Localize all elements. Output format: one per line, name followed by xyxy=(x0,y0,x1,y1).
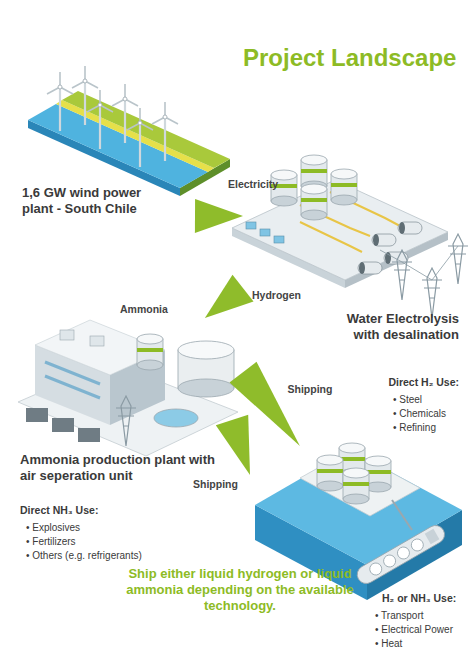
use-heading: Direct H₂ Use: xyxy=(371,376,459,389)
beach-strip xyxy=(56,100,214,172)
use-item: • Chemicals xyxy=(393,407,461,420)
desalination-unit xyxy=(260,229,270,236)
water-basin xyxy=(154,409,198,427)
wind-turbine xyxy=(127,108,153,167)
ship-dome xyxy=(395,545,411,561)
flow-arrow xyxy=(216,415,250,475)
ammonia-tank-top xyxy=(178,341,234,359)
building-window xyxy=(45,376,100,398)
ammonia-plant-node: Ammonia production plant with air sepera… xyxy=(12,318,232,568)
desalination-unit xyxy=(274,236,284,243)
use-item: • Others (e.g. refrigerants) xyxy=(26,549,216,562)
electrolyser-drum xyxy=(372,234,396,246)
air-separation-unit xyxy=(52,418,74,432)
power-pylon xyxy=(116,396,136,446)
flow-label: Ammonia xyxy=(120,303,168,315)
use-item: • Heat xyxy=(375,637,465,650)
wind-turbine xyxy=(152,102,178,161)
power-pylon xyxy=(392,250,412,300)
caption-text: Ship either liquid hydrogen or liquid am… xyxy=(125,566,355,614)
tanker-ship xyxy=(354,522,448,587)
flow-label: Shipping xyxy=(193,478,238,490)
pier xyxy=(392,500,412,530)
desalination-unit xyxy=(246,222,256,229)
diagram-title: Project Landscape xyxy=(243,44,456,72)
node-heading: 1,6 GW wind power plant - South Chile xyxy=(22,185,162,217)
flow-label: Hydrogen xyxy=(252,289,301,301)
use-item: • Electrical Power xyxy=(375,623,465,636)
use-item: • Explosives xyxy=(26,521,216,534)
storage-tank xyxy=(331,169,357,205)
use-item: • Fertilizers xyxy=(26,535,216,548)
wind-turbine xyxy=(47,72,73,131)
terminal-node: H₂ or NH₃ Use: • Transport• Electrical Po… xyxy=(250,446,468,656)
ammonia-tank-bottom xyxy=(178,379,234,397)
electrolyser-drum xyxy=(358,262,382,274)
air-separation-unit xyxy=(78,428,100,442)
flow-label: Shipping xyxy=(288,383,333,395)
lng-tank xyxy=(317,455,343,491)
wind-farm-illustration xyxy=(28,66,230,196)
use-item: • Steel xyxy=(393,393,461,406)
flow-arrow xyxy=(230,362,300,446)
grass-strip xyxy=(62,91,230,168)
ship-hull xyxy=(354,522,448,587)
wind-turbine xyxy=(87,90,113,149)
air-separation-unit xyxy=(26,408,48,422)
use-heading: Direct NH₃ Use: xyxy=(20,504,170,517)
flow-label: Electricity xyxy=(228,178,278,190)
wind-turbine xyxy=(112,84,138,143)
silo xyxy=(137,334,163,370)
power-pylon xyxy=(448,234,468,284)
ship-dome xyxy=(368,561,384,577)
power-line xyxy=(380,246,458,280)
wind-farm-node: 1,6 GW wind power plant - South Chile xyxy=(18,62,195,234)
ammonia-plant-illustration xyxy=(18,320,238,456)
use-item: • Refining xyxy=(393,421,461,434)
wind-turbine xyxy=(72,66,98,125)
ship-dome xyxy=(409,537,425,553)
use-item: • Transport xyxy=(375,609,465,622)
pipe xyxy=(300,222,362,252)
ship-dome xyxy=(381,553,397,569)
roof-unit xyxy=(90,336,104,346)
lng-tank xyxy=(343,468,369,504)
flow-arrow xyxy=(195,199,243,233)
storage-tank xyxy=(301,184,327,220)
electrolyser-drum xyxy=(398,222,422,234)
ship-bridge xyxy=(425,529,440,544)
use-heading: H₂ or NH₃ Use: xyxy=(382,592,466,605)
roof-unit xyxy=(60,330,74,340)
flow-arrow xyxy=(205,275,254,318)
node-heading: Water Electrolysis with desalination xyxy=(339,311,459,343)
